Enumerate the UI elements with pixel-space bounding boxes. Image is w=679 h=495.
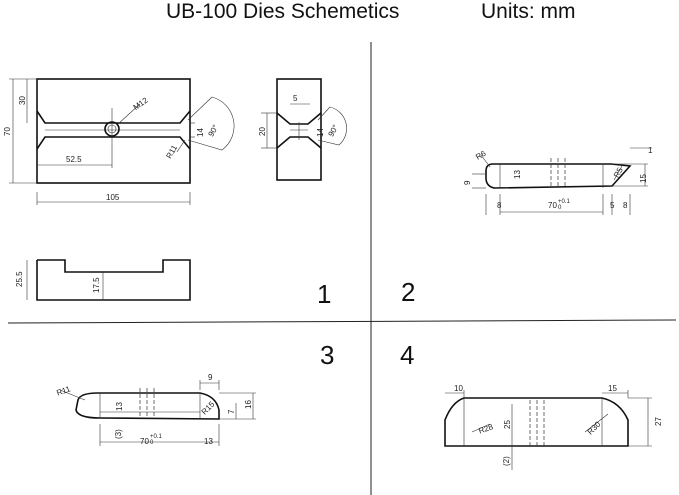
dim-2: (2) <box>502 456 511 466</box>
quadrant-number-1: 1 <box>317 279 331 309</box>
dim-9: 9 <box>463 180 472 185</box>
drawing-title: UB-100 Dies Schemetics <box>166 0 400 23</box>
quadrant-number-2: 2 <box>401 277 415 307</box>
label-m12: M12 <box>132 95 150 112</box>
quadrant-number-4: 4 <box>400 340 414 370</box>
dim-30: 30 <box>18 96 27 105</box>
dim-105: 105 <box>106 193 120 202</box>
horizontal-divider <box>7 319 677 324</box>
dim-7: 7 <box>227 409 236 414</box>
dim-14: 14 <box>196 128 205 137</box>
dim-1: 1 <box>648 146 653 155</box>
quadrant-number-3: 3 <box>320 340 334 370</box>
dim-25-5: 25.5 <box>15 271 24 287</box>
dim-27: 27 <box>654 417 663 426</box>
dim-8-right: 8 <box>623 201 628 210</box>
label-r5: R5 <box>612 165 625 179</box>
dim-5: 5 <box>610 201 615 210</box>
dim-13-vert: 13 <box>115 402 124 411</box>
tolerance-zero: 0 <box>558 205 562 211</box>
dim-8-left: 8 <box>497 201 502 210</box>
dim-9: 9 <box>208 373 213 382</box>
die4-profile <box>444 390 652 470</box>
dim-25: 25 <box>503 420 512 429</box>
die1-front-view <box>9 78 235 205</box>
dim-3: (3) <box>114 429 123 439</box>
label-r28: R28 <box>477 422 494 436</box>
units-label: Units: mm <box>481 0 576 23</box>
dim-70: 70 <box>3 127 12 136</box>
die2-profile <box>472 147 652 215</box>
dim-70: 70 <box>140 437 149 446</box>
dim-15: 15 <box>608 384 617 393</box>
dim-17-5: 17.5 <box>92 277 101 293</box>
die1-side-view <box>261 78 347 181</box>
angle-90: 90° <box>206 123 220 138</box>
dim-16: 16 <box>244 400 253 409</box>
dim-20: 20 <box>258 127 267 136</box>
dim-70: 70 <box>548 201 557 210</box>
die3-profile <box>59 380 256 446</box>
tolerance-plus: +0.1 <box>150 434 163 440</box>
label-r6: R6 <box>474 149 488 162</box>
tolerance-plus: +0.1 <box>558 199 571 205</box>
dim-14-side: 14 <box>316 128 325 137</box>
dim-5: 5 <box>293 94 298 103</box>
dim-13-horiz: 13 <box>204 437 213 446</box>
dim-15: 15 <box>639 174 648 183</box>
dim-13: 13 <box>513 170 522 179</box>
label-r15: R15 <box>200 399 217 416</box>
dim-10: 10 <box>454 384 463 393</box>
dim-52-5: 52.5 <box>66 155 82 164</box>
label-r30: R30 <box>586 419 603 436</box>
label-r11: R11 <box>55 384 72 397</box>
tolerance-zero: 0 <box>150 440 154 446</box>
angle-90-side: 90° <box>326 123 340 138</box>
die1-bottom-view <box>26 259 191 301</box>
